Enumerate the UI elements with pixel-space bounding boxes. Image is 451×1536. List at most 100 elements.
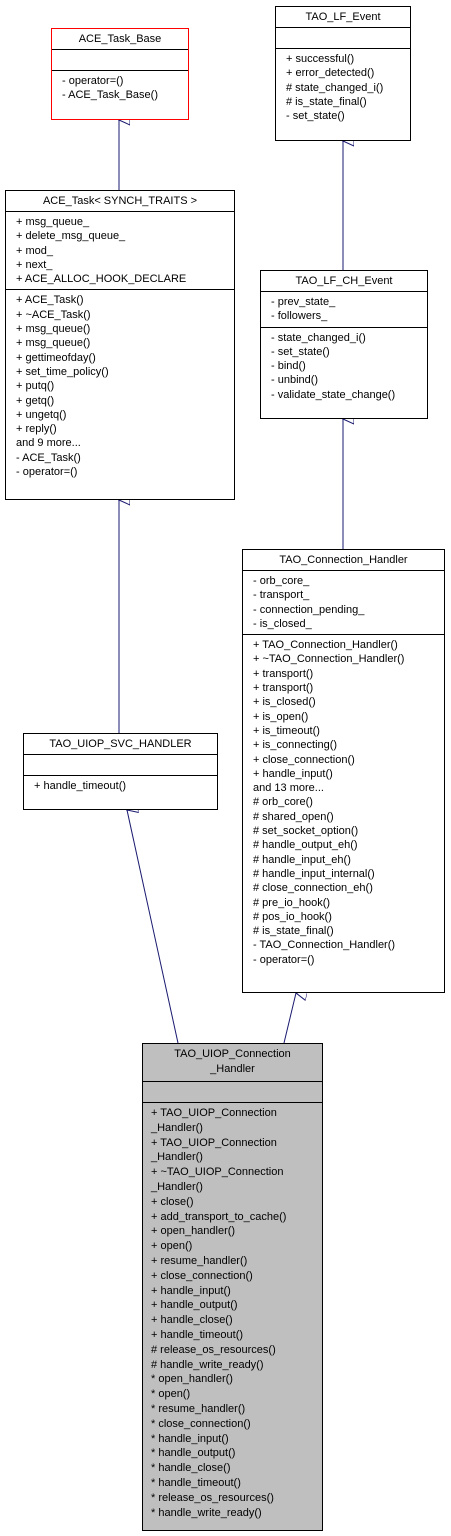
method-row[interactable]: * handle_input() xyxy=(151,1432,229,1445)
method-row[interactable]: # close_connection_eh() xyxy=(253,882,373,895)
attribute-row[interactable]: - transport_ xyxy=(253,589,310,602)
method-row[interactable]: + ACE_Task() xyxy=(16,294,84,307)
method-row[interactable]: - operator=() xyxy=(253,953,315,966)
method-row[interactable]: + transport() xyxy=(253,667,314,680)
method-row[interactable]: + ~TAO_Connection_Handler() xyxy=(253,653,405,666)
attribute-row[interactable]: - orb_core_ xyxy=(253,575,310,587)
method-row[interactable]: * release_os_resources() xyxy=(151,1491,274,1504)
class-tao-lf-ch-event[interactable]: TAO_LF_CH_Event - prev_state_ - followers… xyxy=(260,270,428,419)
method-row[interactable]: + gettimeofday() xyxy=(16,351,96,364)
method-row[interactable]: + TAO_UIOP_Connection _Handler() xyxy=(151,1107,277,1134)
method-row[interactable]: + TAO_Connection_Handler() xyxy=(253,639,398,652)
method-row[interactable]: - ACE_Task_Base() xyxy=(62,89,158,102)
methods-section: + TAO_UIOP_Connection _Handler()+ TAO_UI… xyxy=(143,1102,322,1523)
method-row[interactable]: + open_handler() xyxy=(151,1225,236,1238)
class-ace-task-base[interactable]: ACE_Task_Base - operator=()- ACE_Task_Ba… xyxy=(51,28,189,120)
method-row[interactable]: * handle_output() xyxy=(151,1447,236,1460)
method-row[interactable]: - set_state() xyxy=(271,345,330,358)
method-row[interactable]: # is_state_final() xyxy=(286,95,367,108)
method-row[interactable]: + is_closed() xyxy=(253,696,316,709)
method-row[interactable]: # shared_open() xyxy=(253,810,334,823)
method-row[interactable]: # orb_core() xyxy=(253,796,313,809)
method-row[interactable]: * resume_handler() xyxy=(151,1402,246,1415)
class-title: TAO_LF_CH_Event xyxy=(295,275,393,287)
method-row[interactable]: + is_timeout() xyxy=(253,724,320,737)
method-row[interactable]: + putq() xyxy=(16,380,55,393)
method-row[interactable]: + open() xyxy=(151,1240,193,1253)
method-row[interactable]: and 13 more... xyxy=(253,782,324,795)
method-row[interactable]: * open_handler() xyxy=(151,1373,233,1386)
attribute-row[interactable]: + next_ xyxy=(16,258,53,271)
method-row[interactable]: + ~TAO_UIOP_Connection _Handler() xyxy=(151,1166,284,1193)
method-row[interactable]: - bind() xyxy=(271,360,306,373)
method-row[interactable]: * close_connection() xyxy=(151,1417,251,1430)
methods-section: - state_changed_i()- set_state() - bind()… xyxy=(261,326,427,405)
method-row[interactable]: + handle_input() xyxy=(253,767,333,780)
method-row[interactable]: + handle_input() xyxy=(151,1284,231,1297)
method-row[interactable]: # is_state_final() xyxy=(253,925,334,938)
method-row[interactable]: + ungetq() xyxy=(16,408,67,421)
method-row[interactable]: + msg_queue() xyxy=(16,323,91,336)
method-row[interactable]: + successful() xyxy=(286,53,355,65)
method-row[interactable]: + handle_timeout() xyxy=(34,780,127,792)
method-row[interactable]: + transport() xyxy=(253,682,314,695)
method-row[interactable]: # pre_io_hook() xyxy=(253,896,331,909)
class-tao-uiop-connection-handler[interactable]: TAO_UIOP_Connection _Handler + TAO_UIOP_… xyxy=(142,1043,323,1531)
attribute-row[interactable]: + mod_ xyxy=(16,244,53,257)
method-row[interactable]: # pos_io_hook() xyxy=(253,910,332,923)
method-row[interactable]: - unbind() xyxy=(271,374,319,387)
method-row[interactable]: - set_state() xyxy=(286,110,345,123)
method-row[interactable]: + TAO_UIOP_Connection _Handler() xyxy=(151,1136,277,1164)
method-row[interactable]: # release_os_resources() xyxy=(151,1343,276,1356)
methods-section: + handle_timeout() xyxy=(24,775,217,796)
method-row[interactable]: - state_changed_i() xyxy=(271,331,366,344)
method-row[interactable]: # handle_input_internal() xyxy=(253,867,375,880)
method-row[interactable]: + close() xyxy=(151,1195,194,1208)
method-row[interactable]: + getq() xyxy=(16,394,55,407)
method-row[interactable]: - ACE_Task() xyxy=(16,451,81,464)
method-row[interactable]: * handle_timeout() xyxy=(151,1476,241,1489)
method-row[interactable]: # set_socket_option() xyxy=(253,825,359,838)
attribute-row[interactable]: - is_closed_ xyxy=(253,617,312,630)
method-row[interactable]: + handle_close() xyxy=(151,1314,233,1327)
method-row[interactable]: + resume_handler() xyxy=(151,1254,248,1267)
method-row[interactable]: + ~ACE_Task() xyxy=(16,308,91,321)
methods-section: + ACE_Task()+ ~ACE_Task()+ msg_queue()+ … xyxy=(6,289,234,482)
method-row[interactable]: + reply() xyxy=(16,423,57,436)
method-row[interactable]: # handle_input_eh() xyxy=(253,853,351,866)
method-row[interactable]: + handle_timeout() xyxy=(151,1328,244,1341)
methods-section: + successful() + error_detected()# state_… xyxy=(276,48,410,126)
class-ace-task[interactable]: ACE_Task< SYNCH_TRAITS > + msg_queue_+ d… xyxy=(5,190,235,500)
method-row[interactable]: + close_connection() xyxy=(151,1269,253,1282)
attribute-row[interactable]: + delete_msg_queue_ xyxy=(16,230,126,243)
class-tao-uiop-svc-handler[interactable]: TAO_UIOP_SVC_HANDLER + handle_timeout() xyxy=(23,733,218,810)
class-title: TAO_Connection_Handler xyxy=(279,554,408,566)
method-row[interactable]: + error_detected() xyxy=(286,67,375,80)
attribute-row[interactable]: - prev_state_ xyxy=(271,296,336,308)
method-row[interactable]: # state_changed_i() xyxy=(286,81,384,94)
attribute-row[interactable]: + ACE_ALLOC_HOOK_DECLARE xyxy=(16,273,187,286)
method-row[interactable]: - operator=() xyxy=(62,75,124,87)
attributes-section: - orb_core_ - transport_- connection_pend… xyxy=(243,570,444,634)
method-row[interactable]: # handle_write_ready() xyxy=(151,1358,264,1371)
method-row[interactable]: and 9 more... xyxy=(16,437,81,450)
method-row[interactable]: + handle_output() xyxy=(151,1299,238,1312)
method-row[interactable]: - TAO_Connection_Handler() xyxy=(253,939,396,952)
method-row[interactable]: * handle_close() xyxy=(151,1462,231,1475)
method-row[interactable]: + add_transport_to_cache() xyxy=(151,1210,287,1223)
method-row[interactable]: + close_connection() xyxy=(253,753,355,766)
method-row[interactable]: * handle_write_ready() xyxy=(151,1506,262,1519)
method-row[interactable]: * open() xyxy=(151,1388,191,1401)
method-row[interactable]: + set_time_policy() xyxy=(16,365,109,378)
method-row[interactable]: + msg_queue() xyxy=(16,337,91,350)
attribute-row[interactable]: - connection_pending_ xyxy=(253,603,365,616)
method-row[interactable]: - validate_state_change() xyxy=(271,388,396,401)
attribute-row[interactable]: + msg_queue_ xyxy=(16,216,90,228)
attribute-row[interactable]: - followers_ xyxy=(271,310,328,323)
method-row[interactable]: + is_open() xyxy=(253,710,309,723)
method-row[interactable]: + is_connecting() xyxy=(253,739,338,752)
class-tao-connection-handler[interactable]: TAO_Connection_Handler - orb_core_ - tran… xyxy=(242,549,445,993)
class-tao-lf-event[interactable]: TAO_LF_Event + successful()+ error_detec… xyxy=(275,6,411,141)
method-row[interactable]: - operator=() xyxy=(16,466,78,479)
method-row[interactable]: # handle_output_eh() xyxy=(253,839,358,852)
